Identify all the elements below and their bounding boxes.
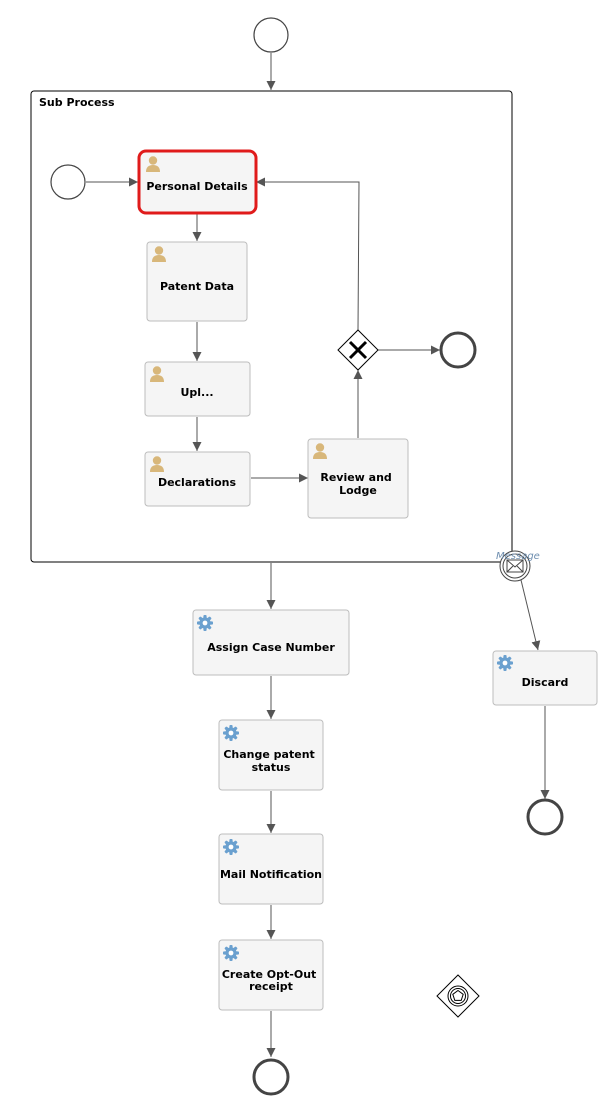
boundary-event-label: Message	[496, 551, 540, 562]
subprocess-start-event[interactable]	[50, 164, 86, 200]
event-based-gateway[interactable]	[436, 974, 480, 1018]
task-label: Review and Lodge	[320, 471, 395, 497]
task-change-patent-status[interactable]: Change patent status	[218, 719, 324, 791]
task-label: Create Opt-Out receipt	[222, 968, 320, 993]
user-icon	[146, 156, 160, 172]
user-icon	[150, 456, 164, 472]
task-label: Upl...	[180, 386, 213, 399]
flow-gateway-to-personal	[256, 177, 360, 331]
task-label: Personal Details	[146, 180, 248, 193]
user-icon	[152, 246, 166, 262]
task-declarations[interactable]: Declarations	[144, 451, 251, 507]
task-label: Discard	[522, 676, 569, 689]
pentagon-icon	[452, 989, 464, 1001]
gear-icon	[223, 725, 239, 741]
flow-boundary-to-discard	[520, 579, 541, 651]
task-personal-details[interactable]: Personal Details	[137, 149, 258, 215]
gear-icon	[497, 655, 513, 671]
gear-icon	[223, 945, 239, 961]
task-create-opt-out-receipt[interactable]: Create Opt-Out receipt	[218, 939, 324, 1011]
subprocess-label: Sub Process	[39, 96, 115, 109]
task-upload[interactable]: Upl...	[144, 361, 251, 417]
task-label: Mail Notification	[220, 868, 322, 881]
task-review-and-lodge[interactable]: Review and Lodge	[307, 438, 409, 519]
exclusive-gateway[interactable]	[337, 329, 379, 371]
x-icon	[348, 340, 368, 360]
subprocess-end-event[interactable]	[439, 331, 477, 369]
gear-icon	[197, 615, 213, 631]
envelope-icon	[506, 559, 524, 573]
task-label: Change patent status	[223, 748, 318, 774]
sequence-flows	[86, 53, 550, 1057]
start-event[interactable]	[253, 17, 289, 53]
task-label: Patent Data	[160, 280, 234, 293]
user-icon	[313, 443, 327, 459]
task-patent-data[interactable]: Patent Data	[146, 241, 248, 322]
gear-icon	[223, 839, 239, 855]
subprocess[interactable]: Sub Process	[30, 90, 513, 563]
user-icon	[150, 366, 164, 382]
discard-end-event[interactable]	[526, 798, 564, 836]
task-discard[interactable]: Discard	[492, 650, 598, 706]
task-assign-case-number[interactable]: Assign Case Number	[192, 609, 350, 676]
task-label: Declarations	[158, 476, 237, 489]
main-end-event[interactable]	[252, 1058, 290, 1096]
task-label: Assign Case Number	[207, 641, 335, 654]
boundary-message-event[interactable]	[499, 550, 531, 582]
task-mail-notification[interactable]: Mail Notification	[218, 833, 324, 905]
